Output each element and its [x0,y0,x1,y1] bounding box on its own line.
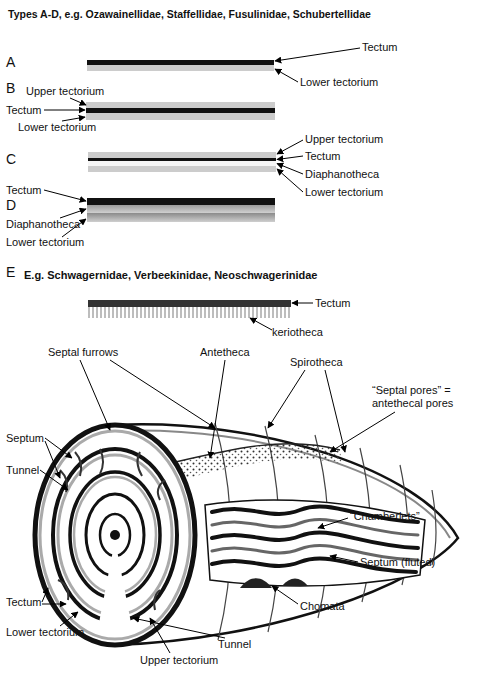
septum-line [154,590,160,610]
diaphanotheca-layer [88,161,276,166]
part-label: Lower tectorium [6,626,84,639]
layer-label: Lower tectorium [300,76,378,89]
leader-line [80,360,110,430]
layer-label: Lower tectorium [305,186,383,199]
outer-whorl [35,425,195,645]
leader-line [40,470,68,490]
part-label: Tectum [6,596,41,609]
leader-line [42,604,66,605]
tectorium-layer [86,113,275,120]
septal-furrow [432,490,436,565]
tectum-layer [86,108,275,113]
tectorium-layer [87,213,275,222]
section-heading: Types A-D, e.g. Ozawainellidae, Staffell… [8,8,371,21]
layer-label: Tectum [6,184,41,197]
layer-label: Lower tectorium [6,236,84,249]
layer-label: Tectum [362,41,397,54]
leader-line [272,586,298,604]
part-label: Tunnel [218,638,251,651]
leader-line [60,209,86,218]
part-label: Upper tectorium [140,654,218,667]
leader-line [210,360,225,458]
keriotheca-layer [88,307,291,318]
chomata [240,578,272,588]
leader-line [45,441,60,478]
layer-label: keriotheca [272,326,323,339]
chomata [282,579,308,587]
part-label: Antetheca [200,346,250,359]
septum-line [58,580,68,600]
leader-line [318,518,348,528]
leader-line [250,318,272,330]
leader-line [330,556,358,562]
tectorium-layer [86,102,275,108]
part-label: Chomata [300,600,345,613]
leader-line [268,370,305,428]
layer-label: Tectum [315,297,350,310]
leader-line [44,190,86,201]
type-letter: C [6,153,16,166]
leader-line [62,117,85,121]
leader-lines [40,360,395,653]
tectorium-layer [88,166,276,172]
type-letter: D [6,199,16,212]
leader-line [325,370,345,452]
leader-line [44,110,85,111]
proloculus [110,530,120,540]
septum-line [158,480,165,500]
leader-line [70,98,86,105]
type-letter: B [6,82,15,95]
tectum-layer [88,300,291,307]
layer-label: Diaphanotheca [6,218,80,231]
part-label: “Chamberlets” [350,510,420,523]
tectorium-layer [87,65,274,71]
part-label: Spirotheca [290,356,343,369]
leader-line [292,303,313,304]
layer-label: Tectum [6,104,41,117]
type-letter: E [6,266,15,279]
leader-line [275,69,298,82]
chamberlet-cutaway [205,500,425,586]
leader-line [110,360,215,428]
leader-line [42,588,48,602]
leader-line [60,612,78,626]
layer-label: Diaphanotheca [305,168,379,181]
part-label: Tunnel [6,464,39,477]
tectum-layer [87,60,274,65]
tectorium-ring [40,431,190,639]
leader-line [277,169,303,192]
leader-line [277,140,303,154]
section-heading: E.g. Schwagernidae, Verbeekinidae, Neosc… [24,269,317,282]
part-label: Septum (fluted) [360,556,435,569]
septum-line [100,449,103,474]
layer-label: Tectum [305,150,340,163]
septum-line [137,452,142,476]
tectum-layer [87,198,275,205]
leader-line [275,48,360,61]
leader-line [150,618,170,653]
layer-label: Upper tectorium [26,85,104,98]
part-label: Septal furrows [48,346,118,359]
layer-label: Upper tectorium [305,133,383,146]
tectum-layer [88,158,276,161]
diaphanotheca-layer [87,205,275,213]
part-label: Septum [6,432,44,445]
type-letter: A [6,56,15,69]
leader-line [277,156,303,160]
leader-line [133,618,225,638]
leader-line [45,438,72,458]
tectorium-layer [88,152,276,158]
septum-line [75,452,81,476]
tunnel [98,540,132,628]
part-label: “Septal pores” = antethecal pores [372,384,476,410]
leader-line [330,412,395,452]
layer-label: Lower tectorium [18,121,96,134]
